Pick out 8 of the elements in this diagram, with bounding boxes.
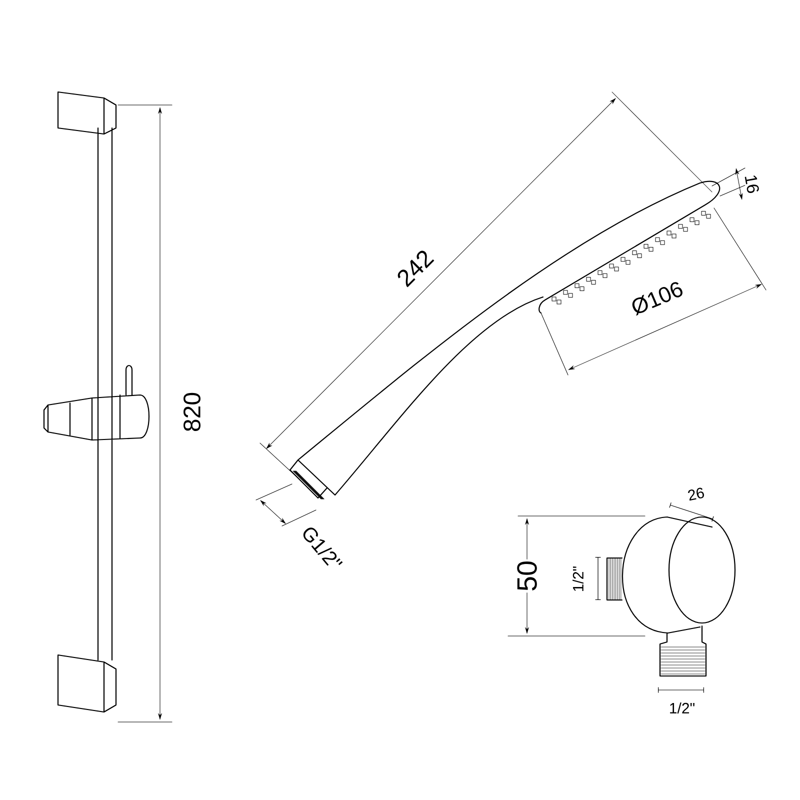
dimension-label: 1/2" <box>668 702 696 715</box>
dimension-label: 242 <box>394 246 436 290</box>
dimension-label: Ø106 <box>628 278 686 318</box>
dimension-label: 26 <box>686 486 706 502</box>
dimension-label: 16 <box>743 172 761 196</box>
dimension-label: 1/2" <box>572 564 585 594</box>
dimension-label: 820 <box>182 390 202 434</box>
dimension-label: 50 <box>516 559 538 593</box>
